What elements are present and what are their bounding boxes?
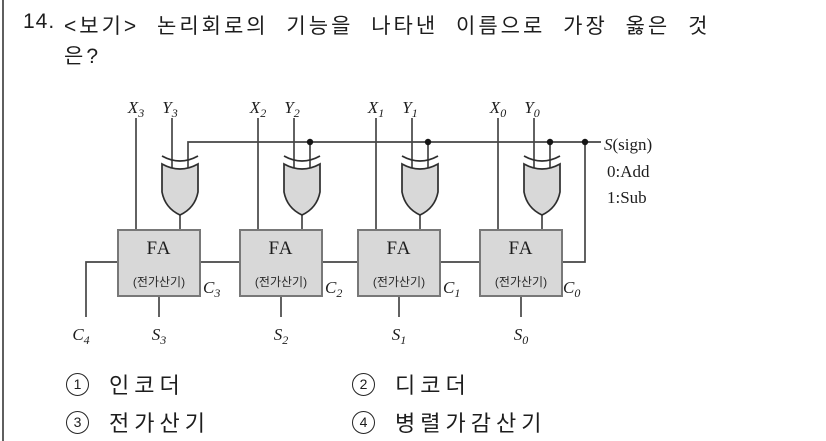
carry-label-c3: C3 bbox=[203, 278, 220, 300]
carry-label-c1: C1 bbox=[443, 278, 460, 300]
junction-dot bbox=[306, 138, 314, 146]
sign-mode-sub-label: 1:Sub bbox=[607, 188, 647, 207]
wire-carry-out-c4 bbox=[85, 261, 118, 317]
carry-label-c0: C0 bbox=[563, 278, 580, 300]
sign-mode-add-label: 0:Add bbox=[607, 162, 650, 181]
answer-option-2[interactable]: 2 디코더 bbox=[352, 368, 471, 400]
sign-label: S(sign) bbox=[604, 135, 652, 154]
input-label-y3: Y3 bbox=[162, 98, 177, 120]
input-label-x0: X0 bbox=[489, 98, 506, 120]
xor-gate-bit0 bbox=[523, 155, 561, 216]
question-number: 14. bbox=[23, 10, 56, 33]
carry-label-c2: C2 bbox=[325, 278, 342, 300]
fa-label: FA bbox=[147, 238, 172, 259]
fa-label: FA bbox=[387, 238, 412, 259]
option-label: 전가산기 bbox=[109, 411, 210, 436]
full-adder-block-bit2: FA (전가산기) bbox=[239, 229, 323, 297]
wire-carry-in-c0 bbox=[562, 142, 586, 263]
fa-sublabel: (전가산기) bbox=[373, 275, 425, 289]
full-adder-block-bit3: FA (전가산기) bbox=[117, 229, 201, 297]
fa-label: FA bbox=[269, 238, 294, 259]
junction-dot bbox=[424, 138, 432, 146]
option-number-badge: 2 bbox=[352, 372, 375, 396]
option-number-badge: 4 bbox=[352, 410, 375, 434]
answer-option-3[interactable]: 3 전가산기 bbox=[66, 406, 210, 438]
question-text-line2: 은? bbox=[64, 45, 101, 68]
fa-sublabel: (전가산기) bbox=[495, 275, 547, 289]
option-number-badge: 3 bbox=[66, 410, 89, 434]
input-label-y1: Y1 bbox=[402, 98, 417, 120]
input-label-y2: Y2 bbox=[284, 98, 299, 120]
sum-label-s0: S0 bbox=[514, 325, 529, 347]
full-adder-block-bit0: FA (전가산기) bbox=[479, 229, 563, 297]
fa-sublabel: (전가산기) bbox=[255, 275, 307, 289]
sum-label-s1: S1 bbox=[392, 325, 407, 347]
carry-out-label-c4: C4 bbox=[72, 325, 89, 347]
fa-label: FA bbox=[509, 238, 534, 259]
sum-label-s3: S3 bbox=[152, 325, 167, 347]
xor-gate-bit1 bbox=[401, 155, 439, 216]
input-label-x1: X1 bbox=[367, 98, 384, 120]
option-label: 병렬가감산기 bbox=[395, 411, 547, 436]
answer-option-4[interactable]: 4 병렬가감산기 bbox=[352, 406, 546, 438]
input-label-y0: Y0 bbox=[524, 98, 539, 120]
option-label: 디코더 bbox=[395, 373, 471, 398]
wire-sign-trunk bbox=[187, 141, 601, 171]
option-number-badge: 1 bbox=[66, 372, 89, 396]
xor-gate-bit2 bbox=[283, 155, 321, 216]
page-left-border bbox=[2, 0, 4, 441]
sum-label-s2: S2 bbox=[274, 325, 289, 347]
xor-gate-bit3 bbox=[161, 155, 199, 216]
junction-dot bbox=[581, 138, 589, 146]
answer-option-1[interactable]: 1 인코더 bbox=[66, 368, 185, 400]
question-text-line1: <보기> 논리회로의 기능을 나타낸 이름으로 가장 옳은 것 bbox=[64, 15, 711, 38]
full-adder-block-bit1: FA (전가산기) bbox=[357, 229, 441, 297]
option-label: 인코더 bbox=[109, 373, 185, 398]
input-label-x2: X2 bbox=[249, 98, 266, 120]
junction-dot bbox=[546, 138, 554, 146]
fa-sublabel: (전가산기) bbox=[133, 275, 185, 289]
input-label-x3: X3 bbox=[127, 98, 144, 120]
